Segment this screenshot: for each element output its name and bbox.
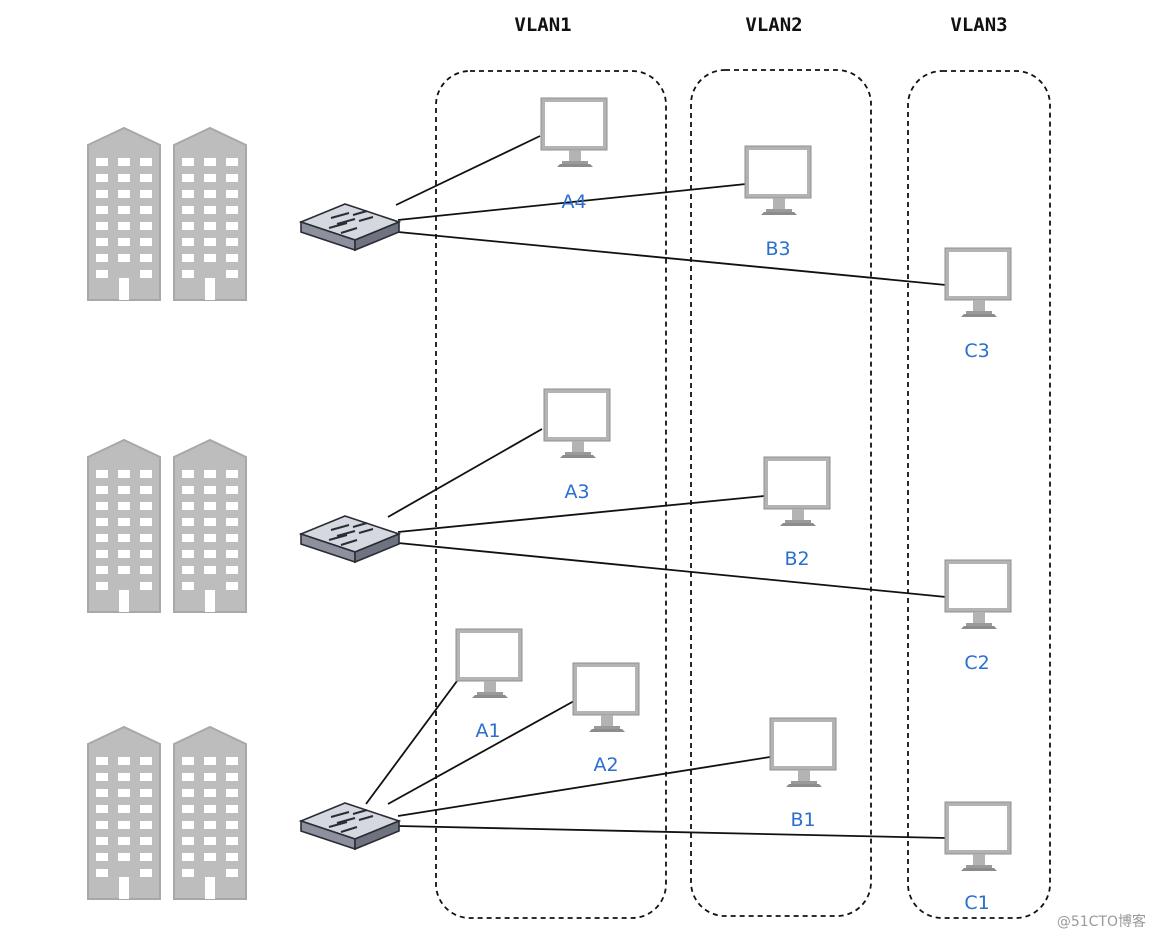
link-sw-mid-C2 (397, 542, 947, 598)
building-icon (88, 440, 246, 612)
vlan2-title: VLAN2 (745, 14, 802, 36)
pc-A3: A3 (543, 388, 611, 503)
pc-label: C1 (964, 892, 989, 914)
pc-A4: A4 (540, 97, 608, 213)
pc-label: B3 (765, 238, 790, 260)
pc-C1: C1 (944, 801, 1012, 914)
monitor-icon (543, 388, 611, 459)
building-icon (88, 128, 246, 300)
monitor-icon (572, 662, 640, 733)
monitor-icon (944, 559, 1012, 630)
monitor-icon (944, 801, 1012, 872)
vlan1-title: VLAN1 (514, 14, 571, 36)
watermark: @51CTO博客 (1057, 913, 1146, 930)
pc-label: A1 (475, 720, 500, 742)
pc-label: C2 (964, 652, 989, 674)
link-sw-mid-B2 (397, 495, 765, 533)
pc-label: A3 (564, 481, 589, 503)
pc-C3: C3 (944, 247, 1012, 362)
monitor-icon (455, 628, 523, 699)
vlan3-group: VLAN3 (907, 14, 1051, 919)
monitor-icon (744, 145, 812, 216)
buildings (88, 128, 246, 899)
link-sw-top-C3 (397, 231, 947, 286)
pc-B2: B2 (763, 456, 831, 570)
switch-icon (300, 203, 400, 251)
link-sw-bot-A2 (387, 700, 575, 805)
pc-A1: A1 (455, 628, 523, 742)
pc-label: C3 (964, 340, 989, 362)
link-sw-bot-B1 (397, 756, 771, 817)
switch-icon (300, 802, 400, 850)
vlan1-group: VLAN1 (435, 14, 667, 919)
link-sw-bot-C1 (397, 825, 947, 839)
pc-A2: A2 (572, 662, 640, 776)
vlan3-title: VLAN3 (950, 14, 1007, 36)
pc-B3: B3 (744, 145, 812, 260)
monitor-icon (540, 97, 608, 168)
pc-label: A2 (593, 754, 618, 776)
link-sw-mid-A3 (387, 428, 543, 518)
network-links (365, 135, 947, 839)
pc-label: B1 (790, 809, 815, 831)
monitor-icon (763, 456, 831, 527)
link-sw-top-B3 (397, 183, 747, 221)
pc-B1: B1 (769, 717, 837, 831)
pcs: A4 B3 C3 A3 B2 C2 A1 A2 (455, 97, 1012, 914)
switches (300, 203, 400, 850)
pc-label: A4 (561, 191, 586, 213)
pc-C2: C2 (944, 559, 1012, 674)
monitor-icon (769, 717, 837, 788)
link-sw-bot-A1 (365, 676, 461, 805)
link-sw-top-A4 (395, 135, 541, 206)
vlan-groups: VLAN1 VLAN2 VLAN3 (435, 14, 1051, 919)
vlan2-group: VLAN2 (690, 14, 872, 917)
pc-label: B2 (784, 548, 809, 570)
switch-icon (300, 515, 400, 563)
building-icon (88, 727, 246, 899)
monitor-icon (944, 247, 1012, 318)
